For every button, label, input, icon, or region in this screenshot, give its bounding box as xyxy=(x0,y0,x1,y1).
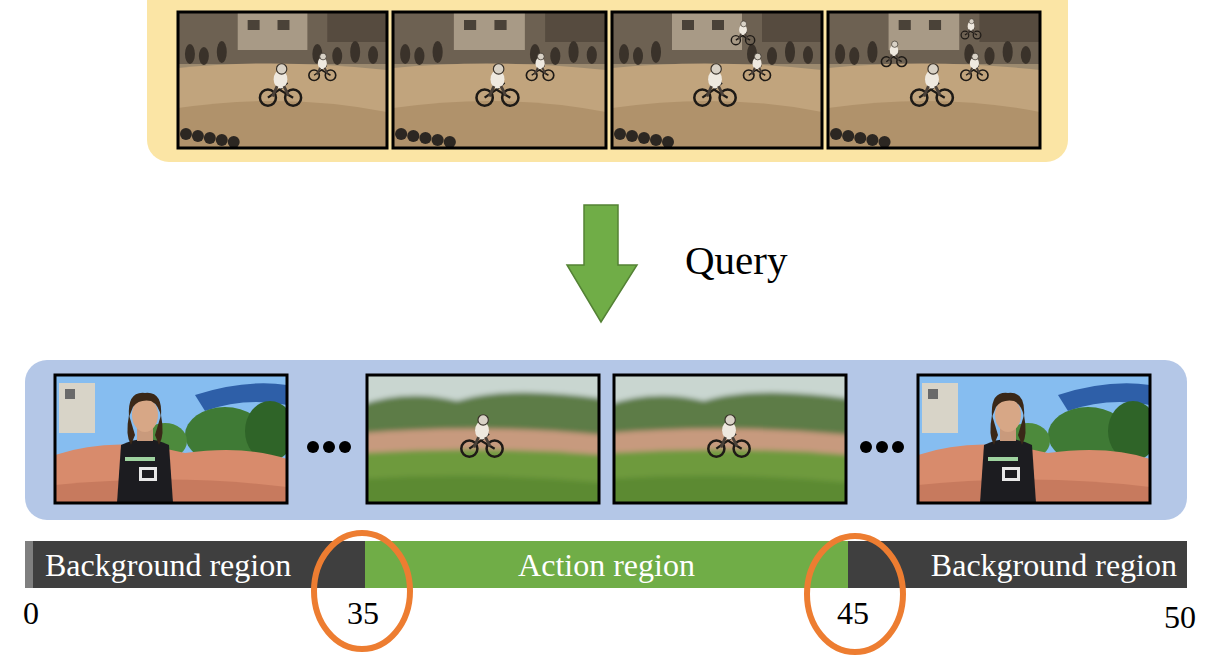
band-label: Background region xyxy=(45,549,291,581)
arrow-label: Query xyxy=(685,240,787,281)
ellipsis-dots xyxy=(307,441,904,453)
timeline-band: Action region xyxy=(365,541,848,588)
video-panel xyxy=(25,360,1187,520)
tick-number: 0 xyxy=(23,597,39,629)
tick-number: 45 xyxy=(837,597,869,629)
band-label: Background region xyxy=(931,549,1177,581)
timeline-cap xyxy=(25,541,33,588)
video-frames xyxy=(55,369,1158,509)
timeline-band: Background region xyxy=(33,541,365,588)
timeline-band: Background region xyxy=(848,541,1187,588)
band-label: Action region xyxy=(518,549,695,581)
tick-number: 35 xyxy=(347,597,379,629)
boundary-circle xyxy=(314,533,410,649)
tick-number: 50 xyxy=(1164,601,1196,633)
boundary-circle xyxy=(807,536,903,652)
query-panel xyxy=(147,0,1068,162)
query-frames xyxy=(178,12,1040,148)
query-arrow xyxy=(567,205,637,322)
